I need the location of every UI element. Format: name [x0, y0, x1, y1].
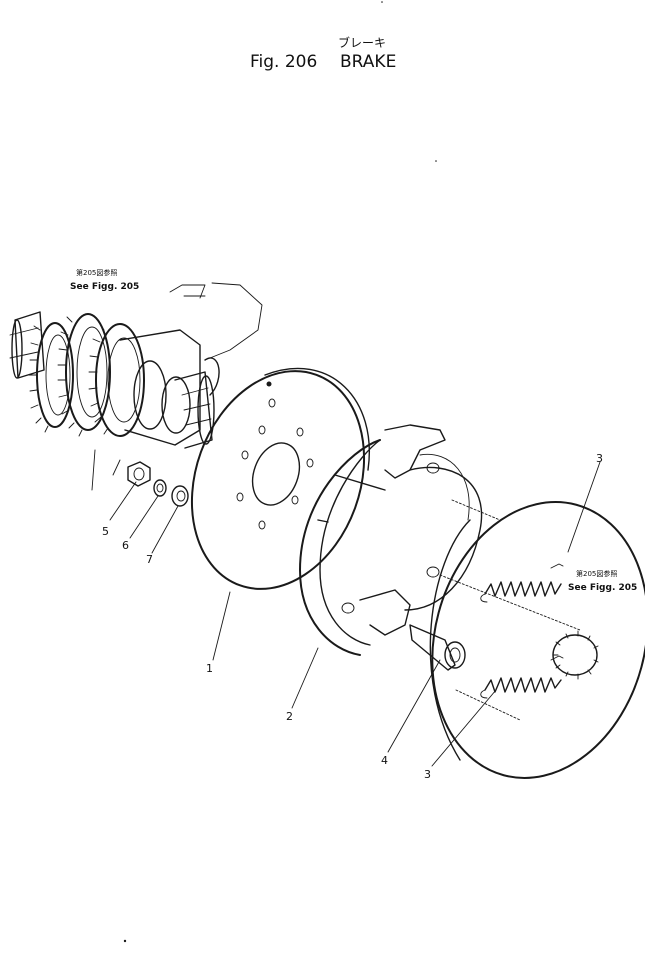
- figure-title: BRAKE: [340, 52, 396, 72]
- reference-japanese: 第205図参照: [76, 268, 117, 277]
- return-spring-lower: [480, 655, 564, 699]
- brake-shoes: [299, 424, 483, 656]
- callout-3-lower: 3: [424, 768, 431, 781]
- reference-note-left: 第205図参照 See Figg. 205: [70, 268, 139, 292]
- reference-note-right: 第205図参照 See Figg. 205: [568, 569, 637, 593]
- callout-3-upper: 3: [596, 452, 603, 465]
- brake-backing-plate: [190, 367, 370, 590]
- callout-4: 4: [381, 754, 388, 767]
- callout-7: 7: [146, 553, 153, 566]
- lock-washer: [153, 479, 167, 497]
- reference-text: See Figg. 205: [568, 583, 637, 593]
- callout-5: 5: [102, 525, 109, 538]
- reference-text: See Figg. 205: [70, 282, 139, 292]
- reference-japanese: 第205図参照: [576, 569, 617, 578]
- anchor-pin: [409, 624, 466, 671]
- brake-drum: [429, 499, 645, 779]
- leader-lines: [109, 461, 601, 767]
- callout-2: 2: [286, 710, 293, 723]
- nut: [127, 461, 151, 487]
- figure-header: ブレーキ Fig. 206 BRAKE: [250, 35, 396, 72]
- title-japanese: ブレーキ: [338, 35, 386, 50]
- gear-shaft-assembly: [9, 282, 263, 491]
- washer: [171, 485, 189, 507]
- return-spring-upper: [480, 563, 564, 603]
- callout-6: 6: [122, 539, 129, 552]
- scan-specks: [123, 1, 437, 943]
- callout-1: 1: [206, 662, 213, 675]
- callout-numbers: 5 6 7 1 2 4 3 3: [102, 452, 603, 781]
- figure-number: Fig. 206: [250, 52, 317, 72]
